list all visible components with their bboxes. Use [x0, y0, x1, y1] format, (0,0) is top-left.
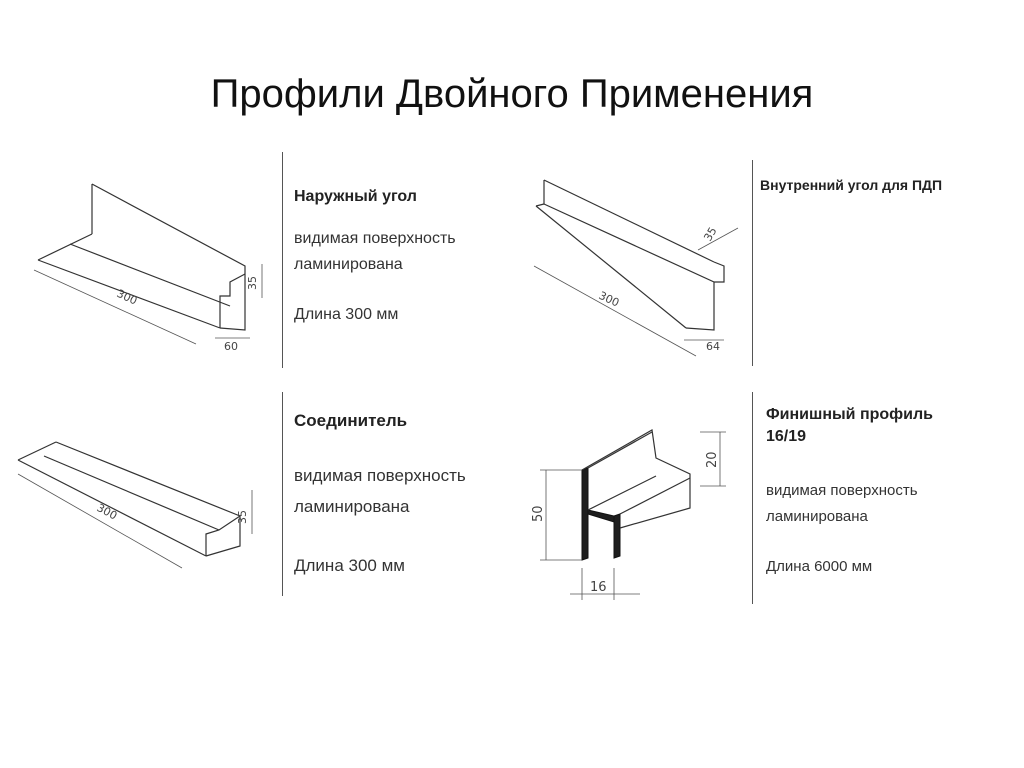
connector-name: Соединитель: [294, 411, 408, 430]
finishing-name-2: 16/19: [766, 428, 807, 445]
inner-corner-dim-length: 300: [597, 289, 622, 310]
finishing-surface-2: ламинирована: [766, 508, 868, 525]
finishing-surface-1: видимая поверхность: [766, 482, 918, 499]
outer-corner-length: Длина 300 мм: [294, 306, 399, 323]
connector-length: Длина 300 мм: [294, 556, 405, 575]
outer-corner-name: Наружный угол: [294, 188, 417, 205]
connector-dim-length: 300: [95, 501, 120, 522]
connector-surface-2: ламинирована: [294, 497, 410, 516]
connector-info: Соединитель видимая поверхность ламиниро…: [294, 410, 514, 581]
finishing-dim-flange: 20: [705, 451, 720, 468]
divider-line: [752, 160, 753, 366]
divider-line: [282, 152, 283, 368]
inner-corner-name: Внутренний угол для ПДП: [760, 177, 943, 193]
connector-surface-1: видимая поверхность: [294, 466, 466, 485]
connector-drawing: 300 35: [14, 430, 269, 580]
finishing-dim-width: 16: [590, 580, 607, 595]
inner-corner-info: Внутренний угол для ПДП: [760, 174, 1000, 196]
outer-corner-info: Наружный угол видимая поверхность ламини…: [294, 186, 504, 328]
outer-corner-surface-1: видимая поверхность: [294, 230, 456, 247]
outer-corner-dim-height: 35: [246, 276, 259, 290]
outer-corner-dim-width: 60: [224, 340, 238, 353]
inner-corner-dim-height: 35: [701, 225, 719, 244]
divider-line: [752, 392, 753, 604]
finishing-name-1: Финишный профиль: [766, 406, 933, 423]
finishing-profile-info: Финишный профиль 16/19 видимая поверхнос…: [766, 404, 986, 580]
connector-dim-height: 35: [236, 510, 249, 524]
inner-corner-dim-width: 64: [706, 340, 720, 353]
outer-corner-drawing: 300 35 60: [30, 178, 280, 368]
finishing-dim-height: 50: [531, 505, 546, 522]
finishing-profile-drawing: 50 20 16: [530, 418, 750, 608]
outer-corner-dim-length: 300: [115, 287, 140, 308]
slide-title: Профили Двойного Применения: [210, 72, 814, 116]
finishing-length: Длина 6000 мм: [766, 558, 873, 575]
outer-corner-surface-2: ламинирована: [294, 256, 403, 273]
divider-line: [282, 392, 283, 596]
inner-corner-drawing: 300 35 64: [528, 170, 753, 365]
